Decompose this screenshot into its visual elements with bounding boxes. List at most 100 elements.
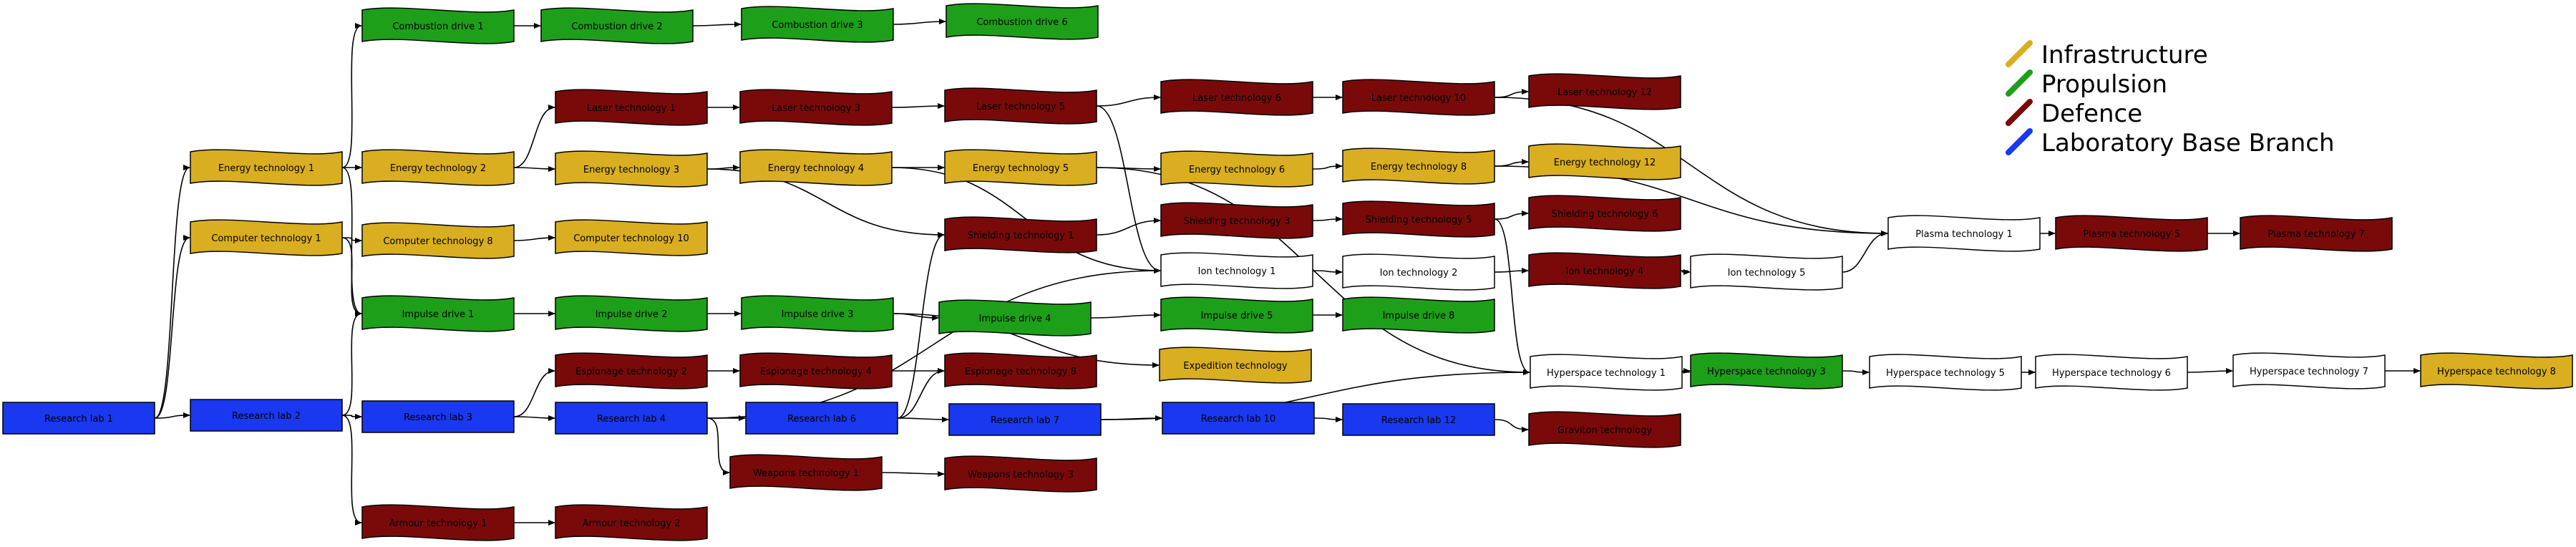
node-shape <box>190 399 343 432</box>
edge-la10-la12 <box>1494 89 1529 98</box>
node-label: Shielding technology 5 <box>1366 215 1472 226</box>
node-shape <box>1159 347 1312 384</box>
node-label: Energy technology 3 <box>583 165 679 175</box>
node-shape <box>190 219 343 256</box>
node-shape <box>2420 352 2573 389</box>
node-co10: Computer technology 10 <box>555 219 708 256</box>
node-shape <box>948 403 1102 436</box>
node-cd2: Combustion drive 2 <box>540 7 694 44</box>
edge-rl4-io1 <box>706 268 1161 419</box>
node-label: Impulse drive 8 <box>1383 311 1455 321</box>
node-label: Shielding technology 6 <box>1552 209 1658 220</box>
node-shape <box>938 299 1092 337</box>
node-label: Hyperspace technology 1 <box>1547 368 1666 379</box>
edge-rl1-rl2 <box>154 412 190 419</box>
edge-sh5-hy1 <box>1494 218 1530 375</box>
node-shape <box>944 216 1097 253</box>
node-label: Impulse drive 1 <box>402 309 475 320</box>
node-shape <box>741 295 894 332</box>
node-shape <box>555 295 708 332</box>
node-label: Research lab 6 <box>787 414 856 425</box>
node-shape <box>1160 296 1313 334</box>
edge-io4-io5 <box>1680 268 1691 275</box>
node-shape <box>1342 79 1495 116</box>
legend-swatch <box>2006 40 2033 67</box>
edge-co8-co10 <box>513 235 555 241</box>
node-id1: Impulse drive 1 <box>361 295 515 332</box>
node-label: Computer technology 10 <box>573 233 689 244</box>
node-shape <box>1160 79 1313 116</box>
node-hy6: Hyperspace technology 6 <box>2035 354 2188 391</box>
node-wp3: Weapons technology 3 <box>944 455 1097 493</box>
node-label: Espionage technology 2 <box>575 367 687 377</box>
edge-rl3-rl4 <box>513 415 555 421</box>
node-label: Laser technology 5 <box>976 102 1065 112</box>
node-la1: Laser technology 1 <box>555 89 708 126</box>
legend-label: Infrastructure <box>2041 41 2208 69</box>
node-co1: Computer technology 1 <box>190 219 343 256</box>
node-label: Expedition technology <box>1183 361 1288 372</box>
node-es2: Espionage technology 2 <box>555 352 708 389</box>
node-shape <box>1690 352 1843 389</box>
node-cd6: Combustion drive 6 <box>946 3 1099 40</box>
node-rl3: Research lab 3 <box>361 400 515 433</box>
node-la10: Laser technology 10 <box>1342 79 1495 116</box>
node-hy5: Hyperspace technology 5 <box>1869 354 2022 391</box>
node-shape <box>944 352 1097 389</box>
node-shape <box>944 455 1097 493</box>
node-shape <box>2055 215 2208 252</box>
edge-sh1-sh3 <box>1096 218 1161 236</box>
node-label: Energy technology 5 <box>973 163 1069 174</box>
node-shape <box>745 402 898 435</box>
node-id3: Impulse drive 3 <box>741 295 894 332</box>
node-shape <box>555 352 708 389</box>
edge-wp1-wp3 <box>881 470 945 477</box>
node-en4: Energy technology 4 <box>739 149 893 186</box>
node-label: Energy technology 12 <box>1554 158 1656 168</box>
node-shape <box>190 149 343 186</box>
node-hy8: Hyperspace technology 8 <box>2420 352 2573 389</box>
node-wp1: Weapons technology 1 <box>729 454 883 491</box>
edge-rl6-rl7 <box>897 416 949 422</box>
node-shape <box>1160 150 1313 188</box>
legend-swatch <box>2006 128 2033 155</box>
node-rl4: Research lab 4 <box>555 402 708 435</box>
node-pl7: Plasma technology 7 <box>2240 215 2393 252</box>
node-label: Impulse drive 2 <box>596 309 668 320</box>
node-en1: Energy technology 1 <box>190 149 343 186</box>
edge-en6-en8 <box>1312 163 1343 170</box>
edge-rl6-sh1 <box>897 232 945 419</box>
node-label: Research lab 3 <box>404 412 472 423</box>
node-label: Energy technology 4 <box>768 163 864 174</box>
node-la12: Laser technology 12 <box>1528 73 1681 110</box>
node-shape <box>729 454 883 491</box>
edge-rl12-gr <box>1494 419 1529 432</box>
node-la6: Laser technology 6 <box>1160 79 1313 116</box>
node-rl6: Research lab 6 <box>745 402 898 435</box>
node-es4: Espionage technology 4 <box>739 352 893 389</box>
edge-la5-la6 <box>1096 95 1161 107</box>
edge-hy1-hy3 <box>1681 368 1691 374</box>
node-label: Weapons technology 3 <box>968 470 1074 480</box>
edge-rl1-en1 <box>154 165 190 419</box>
node-label: Laser technology 6 <box>1192 93 1281 104</box>
node-label: Energy technology 1 <box>218 163 314 174</box>
edge-en2-en3 <box>513 165 555 172</box>
node-label: Research lab 10 <box>1201 414 1275 425</box>
node-rl1: Research lab 1 <box>2 402 155 435</box>
node-label: Computer technology 1 <box>211 233 321 244</box>
node-en6: Energy technology 6 <box>1160 150 1313 188</box>
node-label: Research lab 7 <box>991 415 1059 426</box>
node-label: Hyperspace technology 8 <box>2437 367 2556 377</box>
node-en8: Energy technology 8 <box>1342 147 1495 185</box>
edge-cd3-cd6 <box>893 19 946 25</box>
node-shape <box>1528 411 1681 448</box>
node-es8: Espionage technology 8 <box>944 352 1097 389</box>
node-label: Plasma technology 5 <box>2083 229 2180 240</box>
node-label: Hyperspace technology 3 <box>1707 367 1826 377</box>
node-shape <box>1160 252 1313 289</box>
node-label: Shielding technology 3 <box>1184 216 1291 227</box>
node-label: Espionage technology 4 <box>760 367 872 377</box>
